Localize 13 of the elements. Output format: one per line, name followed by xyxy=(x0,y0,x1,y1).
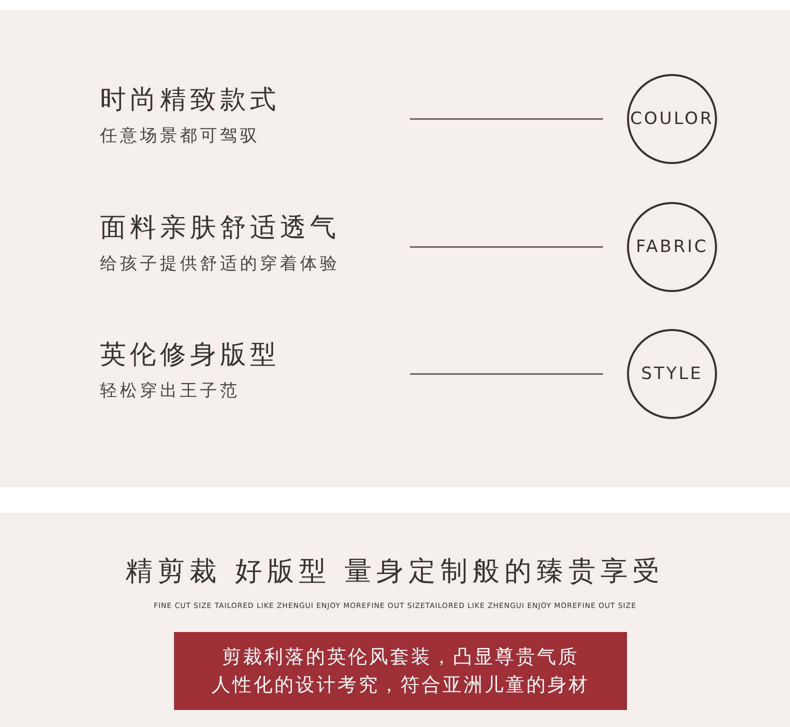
feature-heading: 英伦修身版型 xyxy=(100,339,280,371)
feature-heading: 面料亲肤舒适透气 xyxy=(100,212,340,244)
feature-description: 给孩子提供舒适的穿着体验 xyxy=(100,253,340,276)
label-circle: FABRIC xyxy=(627,202,717,292)
feature-description: 轻松穿出王子范 xyxy=(100,380,240,403)
title: 精剪裁 好版型 量身定制般的臻贵享受 xyxy=(124,555,666,589)
banner-text: 剪裁利落的英伦风套装，凸显尊贵气质 xyxy=(222,645,579,670)
feature-heading: 时尚精致款式 xyxy=(100,84,280,116)
banner-box xyxy=(174,632,627,710)
label-circle: STYLE xyxy=(627,329,717,419)
feature-description: 任意场景都可驾驭 xyxy=(100,125,260,148)
banner-text: 人性化的设计考究，符合亚洲儿童的身材 xyxy=(212,673,590,698)
label-circle: COULOR xyxy=(627,74,717,164)
